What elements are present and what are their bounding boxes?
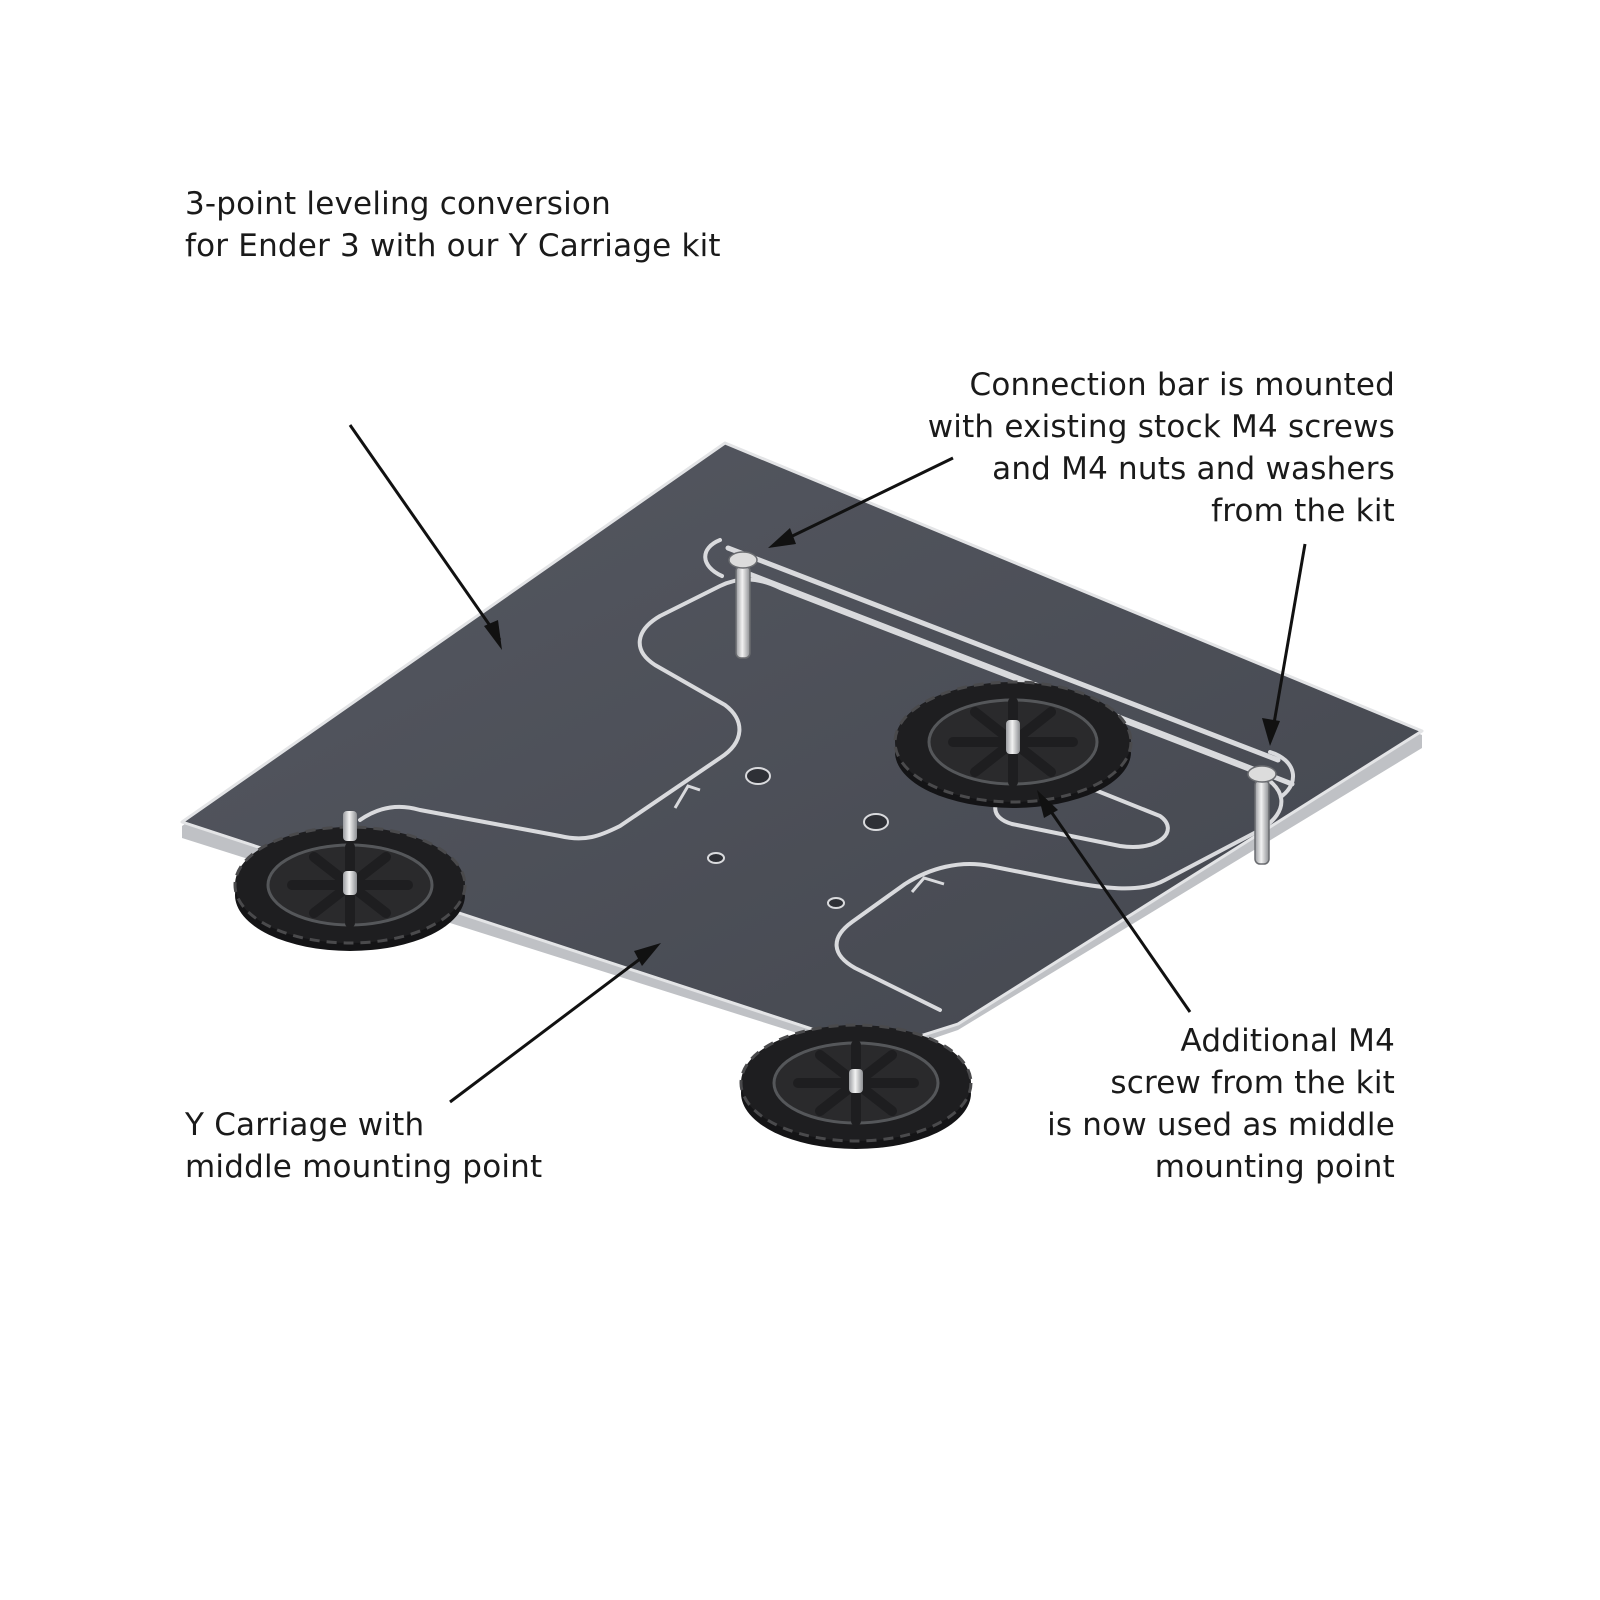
title-line: 3-point leveling conversion xyxy=(185,186,611,222)
tab-notch-left xyxy=(673,784,701,809)
connection-bar-top xyxy=(703,538,1295,798)
title-line: for Ender 3 with our Y Carriage kit xyxy=(185,228,721,264)
screw-icon xyxy=(728,551,758,659)
callout-line: Additional M4 xyxy=(1180,1023,1395,1059)
callout-line: with existing stock M4 screws xyxy=(927,409,1395,445)
leveling-knob-icon xyxy=(233,811,467,951)
callout-line: and M4 nuts and washers xyxy=(992,451,1395,487)
leveling-knob-icon xyxy=(893,680,1133,808)
arrow-to-right-screw xyxy=(1262,543,1307,746)
leader-arrows xyxy=(348,424,1307,1104)
arrow-to-plate xyxy=(348,424,502,650)
connection-bar xyxy=(725,545,1295,787)
leveling-knob-icon xyxy=(739,1023,973,1149)
mounting-hole xyxy=(827,897,845,909)
arrow-to-left-screw xyxy=(768,456,954,548)
screw-icon xyxy=(1247,765,1277,865)
y-carriage-callout: Y Carriage with middle mounting point xyxy=(185,1104,542,1188)
mounting-hole xyxy=(863,813,889,831)
callout-line: Y Carriage with xyxy=(185,1107,425,1143)
diagram-title: 3-point leveling conversion for Ender 3 … xyxy=(185,183,721,267)
arrow-to-middle-screw xyxy=(1037,790,1192,1013)
callout-line: screw from the kit xyxy=(1110,1065,1395,1101)
arrow-to-carriage xyxy=(449,943,661,1104)
callout-line: mounting point xyxy=(1154,1149,1395,1185)
mounting-hole xyxy=(707,852,725,864)
callout-line: middle mounting point xyxy=(185,1149,543,1185)
base-plate xyxy=(180,441,1424,1058)
callout-line: Connection bar is mounted xyxy=(969,367,1395,403)
mounting-hole xyxy=(745,767,771,785)
callout-line: from the kit xyxy=(1211,493,1395,529)
connection-bar-callout: Connection bar is mounted with existing … xyxy=(928,364,1395,532)
callout-line: is now used as middle xyxy=(1047,1107,1395,1143)
tab-notch-right xyxy=(910,876,945,893)
additional-screw-callout: Additional M4 screw from the kit is now … xyxy=(1047,1020,1395,1188)
plate-top xyxy=(180,441,1424,1052)
